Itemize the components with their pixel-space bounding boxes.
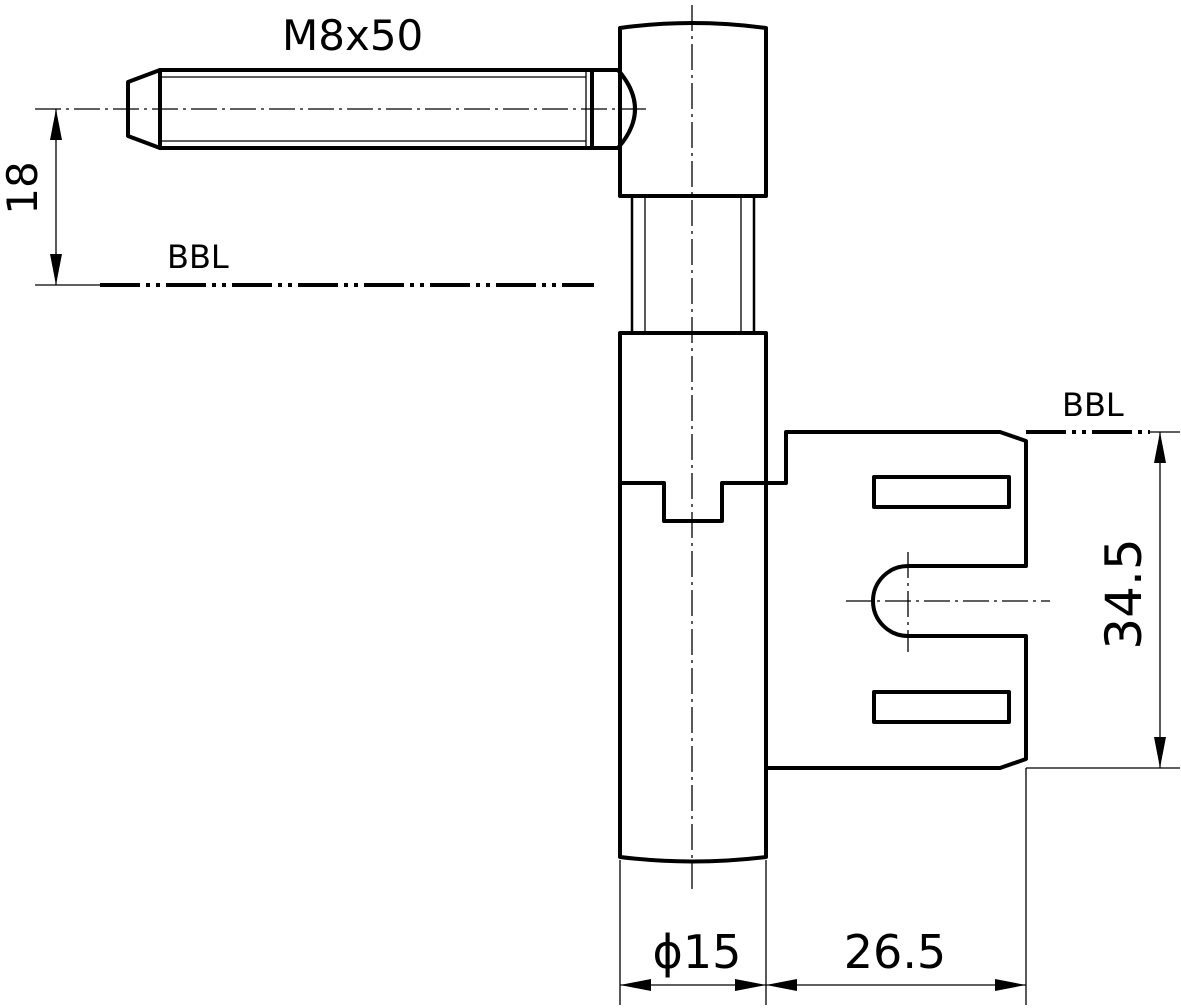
bbl-label-top: BBL (167, 238, 229, 276)
dimension-34-5-label: 34.5 (1095, 538, 1153, 649)
bbl-label-right: BBL (1062, 386, 1124, 424)
lower-knuckle (618, 331, 768, 864)
dimension-18-label: 18 (0, 161, 47, 214)
dimension-diameter-label: ϕ15 (653, 925, 742, 979)
dimension-bottom (619, 768, 1027, 1005)
plate-slot-upper (872, 475, 1011, 509)
center-lines (35, 5, 1050, 890)
plate-slot-lower (872, 690, 1011, 724)
upper-knuckle (618, 21, 768, 333)
dimension-18 (35, 109, 100, 286)
thread-label: M8x50 (282, 11, 423, 60)
dimension-34-5 (1026, 431, 1180, 769)
dimension-26-5-label: 26.5 (844, 925, 946, 979)
mounting-plate (764, 430, 1028, 770)
